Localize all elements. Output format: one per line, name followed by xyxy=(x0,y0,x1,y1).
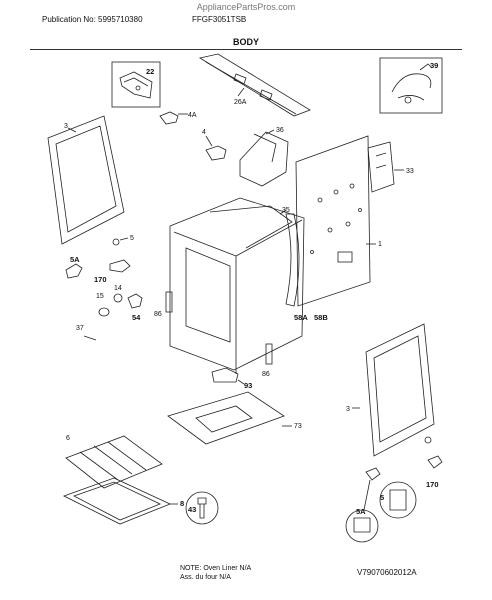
model-number: FFGF3051TSB xyxy=(192,15,247,24)
part-54-lamp[interactable] xyxy=(127,293,143,309)
part-22-box[interactable] xyxy=(111,61,161,108)
callout-4a: 4A xyxy=(188,112,197,119)
callout-54: 54 xyxy=(132,313,141,322)
part-58-insulation[interactable] xyxy=(285,213,300,307)
callout-93: 93 xyxy=(244,381,252,390)
part-14-bulb[interactable] xyxy=(113,293,123,303)
part-3-door-bottom[interactable] xyxy=(365,323,435,457)
callout-14: 14 xyxy=(114,285,122,292)
callout-37: 37 xyxy=(76,325,84,332)
leader-35 xyxy=(279,209,287,215)
callout-43: 43 xyxy=(188,505,196,514)
leader-4 xyxy=(205,135,213,147)
part-5a-leveler-top[interactable] xyxy=(65,263,83,279)
part-4a-clip[interactable] xyxy=(159,111,179,125)
leader-3-top xyxy=(67,127,77,133)
drawing-code: V79070602012A xyxy=(357,568,417,577)
callout-58a: 58A xyxy=(294,313,308,322)
footer-note: NOTE: Oven Liner N/A Ass. du four N/A xyxy=(180,564,251,582)
callout-73: 73 xyxy=(294,423,302,430)
part-73-bottom-panel[interactable] xyxy=(167,391,285,445)
callout-35: 35 xyxy=(282,207,290,214)
leader-36 xyxy=(265,129,275,135)
note-line-2: Ass. du four N/A xyxy=(180,574,231,581)
part-5a-bracket-bottom[interactable] xyxy=(365,467,381,481)
part-5-leveler-detail[interactable] xyxy=(379,481,417,519)
callout-170-top: 170 xyxy=(94,275,107,284)
leader-5-top xyxy=(119,237,129,241)
callout-36: 36 xyxy=(276,127,284,134)
callout-5a-bot: 5A xyxy=(356,507,366,516)
callout-33: 33 xyxy=(406,168,414,175)
publication-number: Publication No: 5995710380 xyxy=(42,15,143,24)
part-93-bracket[interactable] xyxy=(211,367,239,383)
leader-93 xyxy=(237,379,245,385)
callout-86-b: 86 xyxy=(262,371,270,378)
part-170-bracket-bottom[interactable] xyxy=(427,455,443,469)
leader-26a xyxy=(237,87,245,97)
callout-5-bot: 5 xyxy=(380,493,384,502)
callout-15: 15 xyxy=(96,293,104,300)
part-26a-rail[interactable] xyxy=(198,53,311,117)
callout-39: 39 xyxy=(430,61,438,70)
note-line-1: NOTE: Oven Liner N/A xyxy=(180,565,252,572)
watermark: AppliancePartsPros.com xyxy=(196,2,296,12)
part-39-box[interactable] xyxy=(379,57,443,114)
part-5a-leveler-detail[interactable] xyxy=(345,509,379,543)
part-3-door-top[interactable] xyxy=(47,115,125,245)
part-33-bracket[interactable] xyxy=(367,141,395,193)
part-5-screw-bottom[interactable] xyxy=(424,436,432,444)
callout-86-a: 86 xyxy=(154,311,162,318)
callout-22: 22 xyxy=(146,67,154,76)
part-15-knob[interactable] xyxy=(98,307,110,317)
part-6-oven-rack[interactable] xyxy=(65,435,163,489)
callout-6: 6 xyxy=(66,435,70,442)
part-8-broiler-pan[interactable] xyxy=(62,477,172,525)
part-1-rear-panel[interactable] xyxy=(295,135,371,307)
part-170-bracket-top[interactable] xyxy=(109,259,131,273)
section-title: BODY xyxy=(232,37,259,47)
part-37-screw[interactable] xyxy=(83,335,97,341)
part-36-duct[interactable] xyxy=(239,131,289,187)
callout-3-top: 3 xyxy=(64,123,68,130)
callout-4: 4 xyxy=(202,129,206,136)
leader-5a-bot xyxy=(363,479,371,511)
callout-58b: 58B xyxy=(314,313,328,322)
part-86-guide-a[interactable] xyxy=(165,291,173,313)
callout-26a: 26A xyxy=(234,99,247,106)
callout-3-bot: 3 xyxy=(346,406,350,413)
callout-5a-top: 5A xyxy=(70,255,80,264)
callout-8: 8 xyxy=(180,499,184,508)
callout-170-bot: 170 xyxy=(426,480,439,489)
part-5-screw-top[interactable] xyxy=(112,238,120,246)
part-4-bracket[interactable] xyxy=(205,145,227,161)
oven-body[interactable] xyxy=(169,197,305,374)
callout-5-top: 5 xyxy=(130,235,134,242)
part-86-guide-b[interactable] xyxy=(265,343,273,365)
part-43-detail[interactable] xyxy=(185,491,219,525)
header-rule xyxy=(30,49,462,50)
callout-1: 1 xyxy=(378,241,382,248)
